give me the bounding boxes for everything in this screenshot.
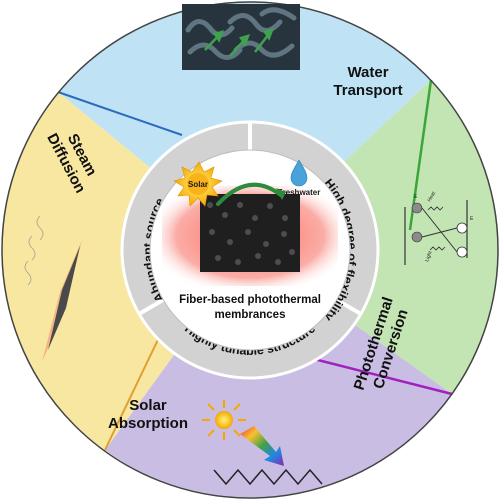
energy-level-icon: E E Heat Light xyxy=(404,190,474,265)
freshwater-label: Freshwater xyxy=(278,188,321,197)
separator-blue xyxy=(57,91,183,136)
center-title-line1: Fiber-based photothermal xyxy=(179,294,321,306)
separator-purple xyxy=(309,356,453,396)
sun-icon xyxy=(173,161,223,207)
light-label: Light xyxy=(424,250,434,263)
energy-level-label-1: E xyxy=(414,194,418,200)
solar-absorption-label-2: Absorption xyxy=(108,415,188,432)
steam-membrane-icon xyxy=(24,215,82,362)
water-drop-icon xyxy=(290,159,308,187)
conversion-arrow-icon xyxy=(216,182,286,206)
fiber-bundle-icon xyxy=(182,4,300,70)
membrane-icon xyxy=(162,186,338,286)
water-transport-label-2: Transport xyxy=(333,82,402,99)
separator-orange xyxy=(104,324,166,451)
solar-absorption-label-1: Solar xyxy=(129,397,167,414)
sun-spectrum-icon xyxy=(202,400,323,486)
water-transport-label-1: Water xyxy=(347,64,388,81)
center-title-line2: membrances xyxy=(215,309,286,321)
heat-label: Heat xyxy=(427,190,438,203)
solar-label: Solar xyxy=(188,180,208,189)
energy-level-label-2: E xyxy=(470,216,474,222)
